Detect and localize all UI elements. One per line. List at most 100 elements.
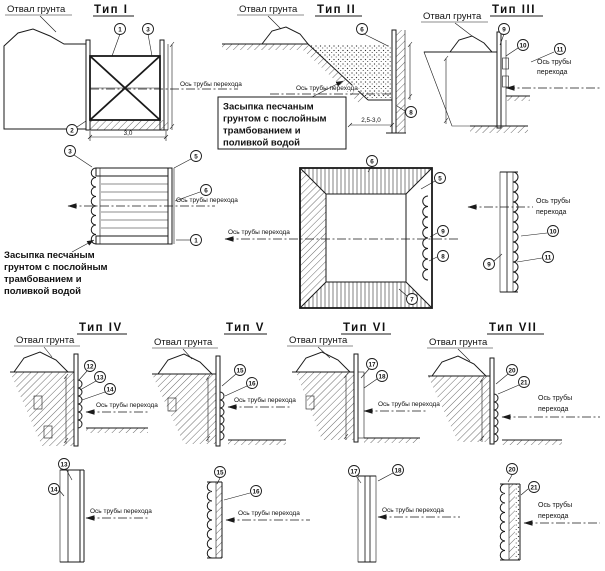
type3-title: Тип III (492, 4, 536, 16)
callout-number: 16 (248, 381, 256, 388)
end-cap-lines (500, 171, 518, 293)
width-value: 3,0 (124, 130, 133, 137)
pipe-axis-label: Ось трубы (538, 394, 572, 402)
pile-scallop-face (219, 391, 225, 441)
sheet-wall (73, 353, 79, 447)
pile-scallop-face (77, 379, 83, 429)
callout-number: 21 (530, 485, 538, 492)
callout-number: 5 (438, 176, 442, 183)
callout-marker: 6 (174, 184, 212, 202)
lower-ground-hatch (86, 428, 148, 433)
soil-strip (509, 484, 515, 560)
callout-marker: 1 (111, 23, 126, 57)
callout-number: 16 (252, 489, 260, 496)
callout-marker: 14 (81, 383, 116, 401)
callout-number: 11 (557, 47, 564, 54)
sheet-wall (391, 29, 397, 134)
type7-elevation: Тип VII Отвал грунта Ось трубы перехода … (427, 322, 600, 445)
end-cap-lines (358, 475, 376, 563)
pipe-axis-label: Ось трубы (538, 501, 572, 509)
pipe-axis-label: Ось трубы перехода (96, 401, 158, 409)
bottom-wall-band (95, 235, 169, 245)
vertical-dimension (407, 41, 413, 100)
callout-number: 15 (216, 470, 224, 477)
ground-hatch-band (222, 44, 308, 50)
spoil-label: Отвал грунта (429, 337, 488, 348)
callout-marker: 16 (224, 377, 258, 397)
anchor-block (305, 395, 315, 410)
callout-number: 14 (106, 387, 114, 394)
callout-marker: 16 (223, 485, 262, 501)
vertical-dimension (479, 376, 485, 442)
callout-marker: 15 (214, 466, 226, 485)
spoil-mound (260, 26, 310, 45)
backfill-note-line: Засыпка песчаным (223, 102, 314, 113)
wall-strip (364, 475, 371, 563)
soil-strip (59, 469, 69, 563)
type7-title: Тип VII (489, 322, 537, 334)
callout-number: 6 (370, 159, 374, 166)
type2-title: Тип II (317, 4, 356, 16)
spoil-mound (13, 351, 70, 373)
callout-marker: 20 (495, 364, 518, 385)
callout-marker: 15 (221, 364, 246, 387)
soil-behind-wall (396, 30, 405, 133)
base-soil-hatch (470, 126, 528, 133)
callout-marker: 17 (348, 465, 362, 484)
callout-number: 5 (194, 154, 198, 161)
callout-number: 15 (236, 368, 244, 375)
pipe-axis-label: Ось трубы перехода (378, 400, 440, 408)
backfill-note-line: грунтом с послойным (223, 114, 327, 125)
sand-backfill (308, 45, 392, 99)
callout-marker: 20 (506, 463, 518, 483)
type4-title: Тип IV (79, 322, 123, 334)
width-dimension (87, 131, 169, 141)
callout-marker: 3 (64, 145, 93, 168)
callout-number: 3 (68, 149, 72, 156)
sheet-wall (353, 353, 359, 443)
backfill-note-line: Засыпка песчаным (4, 250, 95, 261)
wall-section-right: Ось трубы перехода 10 11 9 (467, 171, 570, 293)
anchor-block (43, 425, 53, 439)
type1-title: Тип I (94, 4, 129, 16)
width-value: 2,5-3,0 (361, 117, 381, 124)
lower-ground-hatch (506, 96, 530, 101)
callout-marker: 13 (58, 458, 73, 481)
pile-scallop-edge (422, 195, 429, 281)
type6-title: Тип VI (343, 322, 387, 334)
backfill-note-line: трамбованием и (4, 274, 82, 285)
callout-number: 20 (508, 467, 516, 474)
sheet-wall (489, 357, 495, 445)
callout-marker: 6 (366, 155, 378, 173)
spoil-mound (295, 351, 352, 373)
type1-elevation: Отвал грунта Тип I Ось трубы перехода 3,… (3, 4, 243, 141)
sand-strip (515, 484, 520, 560)
callout-number: 10 (519, 43, 527, 50)
spoil-label: Отвал грунта (16, 335, 75, 346)
soil-section (296, 372, 354, 440)
callout-number: 1 (118, 27, 122, 34)
pipe-axis-label: перехода (537, 69, 568, 76)
soil-strip (357, 475, 366, 563)
wall-strip (506, 171, 514, 293)
spoil-label: Отвал грунта (239, 4, 298, 15)
callout-marker: 18 (363, 370, 388, 389)
pipe-axis-label: Ось трубы перехода (296, 84, 358, 92)
type2-elevation: Отвал грунта Тип II Ось трубы перехода 2… (217, 4, 417, 150)
callout-number: 17 (368, 362, 376, 369)
callout-number: 1 (194, 238, 198, 245)
callout-number: 21 (520, 380, 528, 387)
backfill-note-line: поливкой водой (223, 138, 300, 149)
top-slope-face (300, 168, 432, 194)
soil-section (428, 376, 490, 442)
callout-number: 9 (441, 229, 445, 236)
pit-bottom-soil (90, 120, 168, 130)
soil-section (152, 374, 216, 444)
callout-number: 13 (60, 462, 68, 469)
type4-elevation: Тип IV Отвал грунта Ось трубы перехода 1… (10, 322, 158, 447)
soil-strip (216, 482, 222, 558)
backfill-note-left: Засыпка песчаным грунтом с послойным тра… (4, 239, 108, 297)
callout-marker: 3 (142, 23, 154, 57)
